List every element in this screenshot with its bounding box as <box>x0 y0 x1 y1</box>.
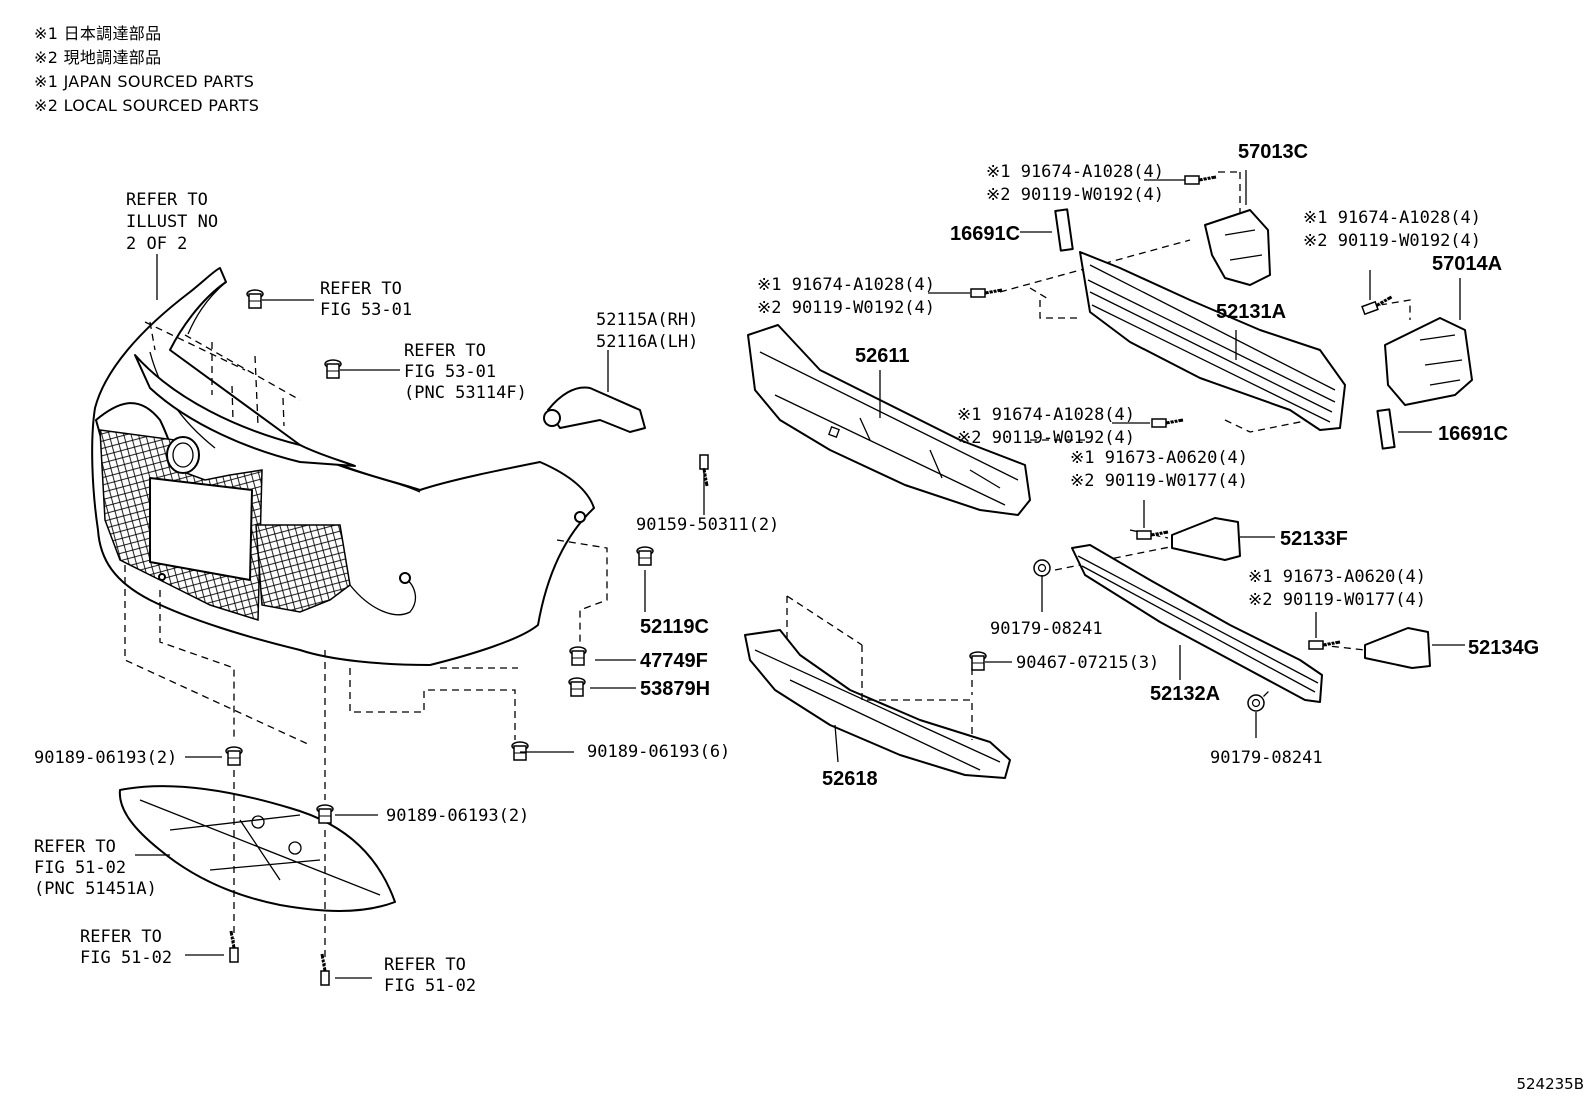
part-label[interactable]: 52131A <box>1216 301 1286 323</box>
part-label[interactable]: 90179-08241 <box>1210 748 1323 768</box>
energy-absorber-52618 <box>744 629 1011 779</box>
part-label[interactable]: 52133F <box>1280 528 1348 550</box>
part-label[interactable]: 52132A <box>1150 683 1220 705</box>
reinforcement-52131A <box>1079 251 1346 431</box>
part-label[interactable]: ※1 91674-A1028(4) <box>986 162 1164 182</box>
refer-label: ILLUST NO <box>126 212 218 232</box>
refer-label: REFER TO <box>80 927 162 947</box>
part-label[interactable]: 52611 <box>855 345 910 367</box>
part-label[interactable]: 90467-07215(3) <box>1016 653 1159 673</box>
refer-label: FIG 51-02 <box>80 948 172 968</box>
reinforcement-52132A <box>1071 544 1323 703</box>
part-label[interactable]: ※1 91673-A0620(4) <box>1070 448 1248 468</box>
part-label[interactable]: 90189-06193(6) <box>587 742 730 762</box>
part-label[interactable]: ※2 90119-W0192(4) <box>757 298 935 318</box>
engine-undercover <box>118 785 396 912</box>
part-label[interactable]: ※1 91674-A1028(4) <box>757 275 935 295</box>
bumper-cover-52119C <box>91 267 595 666</box>
bumper-bracket-52115A <box>543 386 646 433</box>
part-label[interactable]: ※2 90119-W0177(4) <box>1070 471 1248 491</box>
part-label[interactable]: 53879H <box>640 678 710 700</box>
legend-line: ※1 日本調達部品 <box>34 24 162 43</box>
refer-label: FIG 53-01 <box>404 362 496 382</box>
refer-label: FIG 51-02 <box>34 858 126 878</box>
part-label[interactable]: 57014A <box>1432 253 1502 275</box>
spacer-16691C <box>1054 208 1074 252</box>
refer-label: REFER TO <box>320 279 402 299</box>
extension-52133F <box>1171 517 1241 561</box>
refer-label: FIG 51-02 <box>384 976 476 996</box>
refer-label: (PNC 53114F) <box>404 383 527 403</box>
refer-label: REFER TO <box>126 190 208 210</box>
legend-line: ※2 LOCAL SOURCED PARTS <box>34 96 260 115</box>
energy-absorber-52611 <box>747 324 1031 516</box>
part-label[interactable]: ※1 91674-A1028(4) <box>1303 208 1481 228</box>
refer-label: 2 OF 2 <box>126 234 187 254</box>
part-label[interactable]: ※2 90119-W0177(4) <box>1248 590 1426 610</box>
part-label[interactable]: 52115A(RH) <box>596 310 698 330</box>
part-label[interactable]: ※2 90119-W0192(4) <box>986 185 1164 205</box>
bracket-57014A <box>1384 317 1473 406</box>
part-label[interactable]: 90179-08241 <box>990 619 1103 639</box>
part-label[interactable]: ※1 91673-A0620(4) <box>1248 567 1426 587</box>
part-label[interactable]: 52134G <box>1468 637 1539 659</box>
part-label[interactable]: 52618 <box>822 768 878 790</box>
legend: ※1 日本調達部品 ※2 現地調達部品 ※1 JAPAN SOURCED PAR… <box>34 22 259 118</box>
refer-label: (PNC 51451A) <box>34 879 157 899</box>
part-label[interactable]: 57013C <box>1238 141 1308 163</box>
figure-id: 524235B <box>1516 1075 1584 1093</box>
refer-label: REFER TO <box>34 837 116 857</box>
part-label[interactable]: 90189-06193(2) <box>386 806 529 826</box>
spacer-16691C <box>1376 408 1396 450</box>
part-label[interactable]: 16691C <box>1438 423 1508 445</box>
extension-52134G <box>1364 627 1431 669</box>
part-label[interactable]: 90189-06193(2) <box>34 748 177 768</box>
part-label[interactable]: 52119C <box>640 616 709 638</box>
part-label[interactable]: ※2 90119-W0192(4) <box>957 428 1135 448</box>
part-label[interactable]: 90159-50311(2) <box>636 515 779 535</box>
legend-line: ※2 現地調達部品 <box>34 48 162 67</box>
refer-label: REFER TO <box>384 955 466 975</box>
refer-label: FIG 53-01 <box>320 300 412 320</box>
legend-line: ※1 JAPAN SOURCED PARTS <box>34 72 255 91</box>
part-label[interactable]: 52116A(LH) <box>596 332 698 352</box>
part-label[interactable]: ※1 91674-A1028(4) <box>957 405 1135 425</box>
bracket-57013C <box>1204 209 1271 286</box>
part-label[interactable]: 47749F <box>640 650 708 672</box>
part-label[interactable]: ※2 90119-W0192(4) <box>1303 231 1481 251</box>
part-label[interactable]: 16691C <box>950 223 1020 245</box>
refer-label: REFER TO <box>404 341 486 361</box>
